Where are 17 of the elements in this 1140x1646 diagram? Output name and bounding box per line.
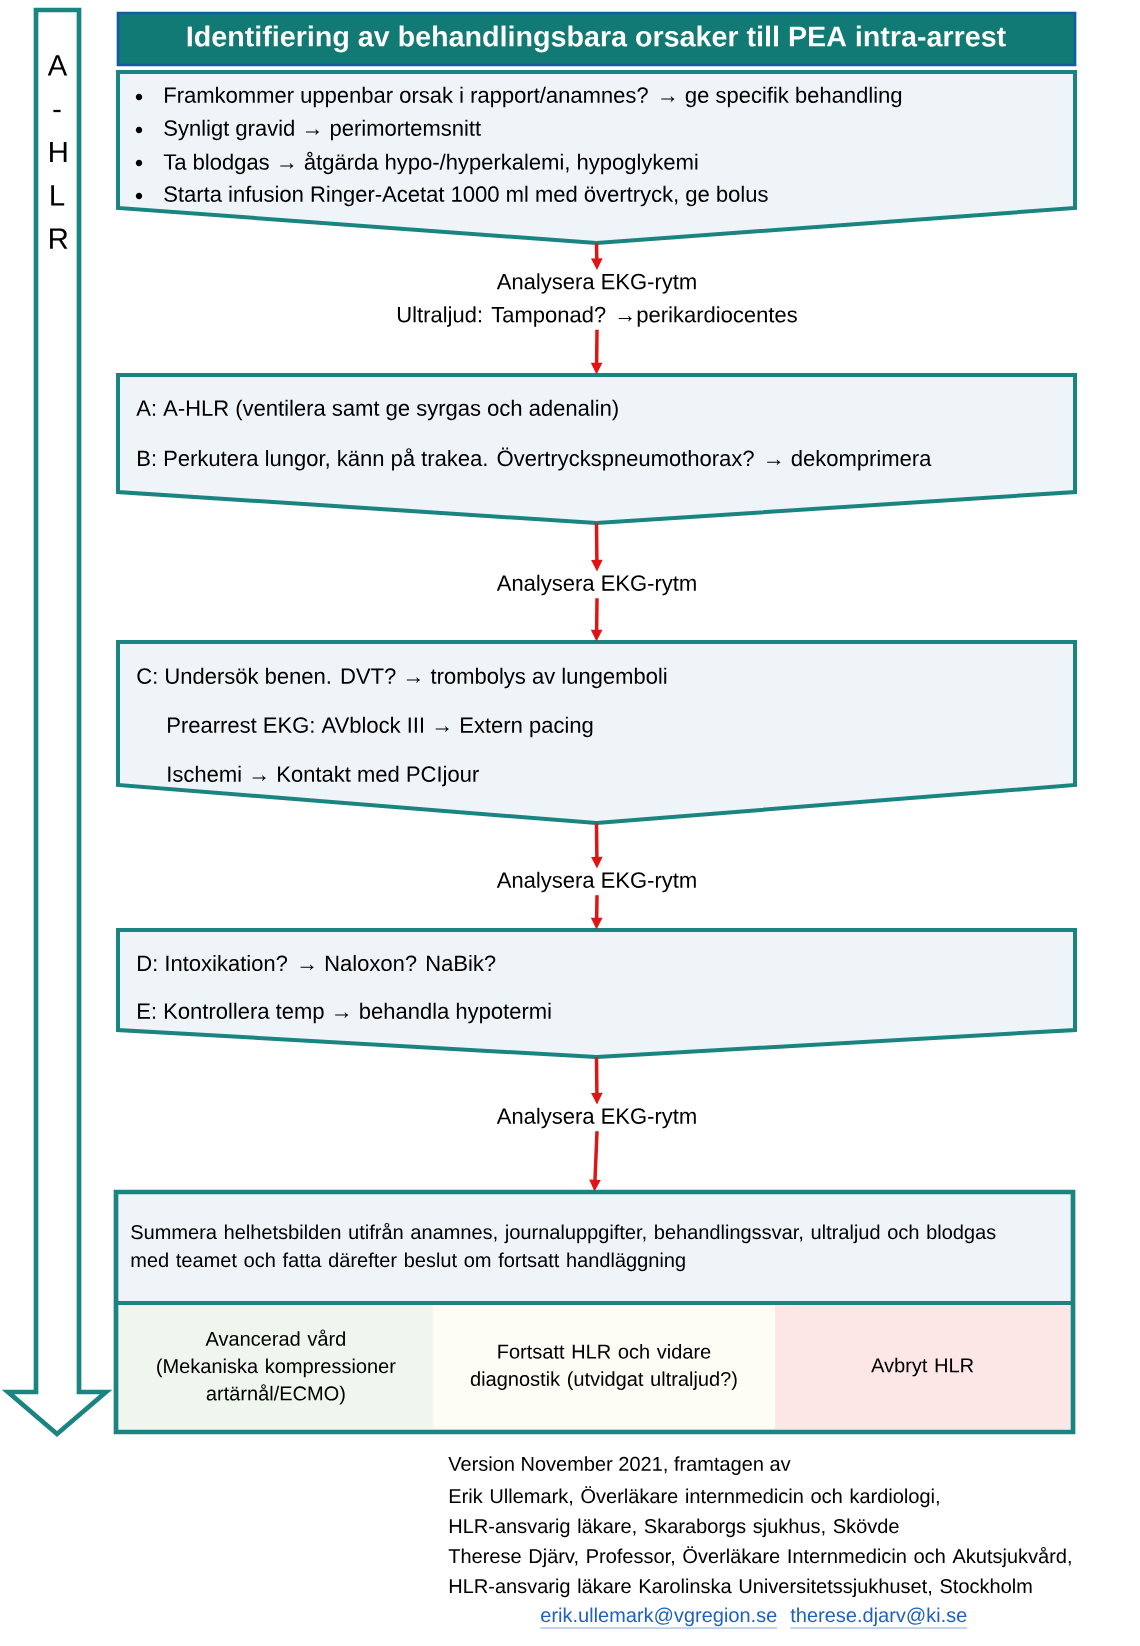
- credit-text: Version November 2021, framtagen av: [448, 1456, 791, 1475]
- outcome-cell: Avancerad vård (Mekaniska kompressioner artärnål/ECMO): [119, 1305, 433, 1429]
- chevron-box: C: Undersök benen. DVT? → trombolys av lungemboli Prearrest EKG: AVblock III → Extern pacing Ischemi → Kontakt med PCIjour: [116, 640, 1077, 825]
- chevron-box: Framkommer uppenbar orsak i rapport/anamnes? → ge specifik behandling Synligt gravid → perimortemsnitt Ta blodgas → åtgärda hypo-/hyperkalemi, hypoglykemi Starta infusion Ringer-Acetat 1000 ml med övertryck, ge bolus: [116, 70, 1077, 245]
- credit-text: Therese Djärv, Professor, Överläkare Internmedicin och Akutsjukvård, HLR-ansvarig läkare Karolinska Universitetssjukhuset, Stockholm: [448, 1546, 1071, 1598]
- title-banner: Identifiering av behandlingsbara orsaker till PEA intra-arrest: [116, 11, 1077, 67]
- email-link: therese.djarv@ki.se: [790, 1607, 968, 1629]
- step-text: Analysera EKG-rytm: [496, 871, 696, 893]
- step-text: Analysera EKG-rytm: [496, 574, 696, 596]
- chevron-box: A: A-HLR (ventilera samt ge syrgas och adenalin) B: Perkutera lungor, känn på trakea. Övertryckspneumothorax? → dekomprimera: [116, 373, 1077, 525]
- email-link: erik.ullemark@vgregion.se: [540, 1607, 778, 1629]
- credit-text: Erik Ullemark, Överläkare internmedicin och kardiologi, HLR-ansvarig läkare, Skaraborgs sjukhus, Skövde: [449, 1486, 939, 1538]
- chevron-box: D: Intoxikation? → Naloxon? NaBik? E: Kontrollera temp → behandla hypotermi: [116, 928, 1077, 1059]
- outcome-cell: Avbryt HLR: [775, 1305, 1070, 1429]
- outcome-cell: Fortsatt HLR och vidare diagnostik (utvidgat ultraljud?): [432, 1305, 776, 1429]
- step-text: Analysera EKG-rytm Ultraljud: Tamponad? →perikardiocentes: [397, 273, 797, 327]
- step-text: Analysera EKG-rytm: [496, 1107, 696, 1129]
